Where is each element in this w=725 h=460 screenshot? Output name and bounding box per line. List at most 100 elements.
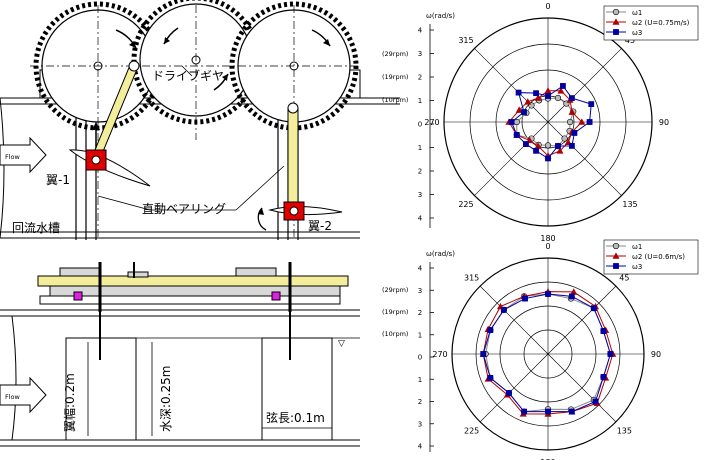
legend-label: ω2 (U=0.6m/s) <box>632 253 685 261</box>
mechanism-side-view: ▽ Flow 翼幅:0.2m 水深:0.25m 弦長:0.1m <box>0 262 360 447</box>
data-point <box>566 118 574 126</box>
data-point <box>508 119 515 125</box>
angle-label: 180 <box>540 458 555 460</box>
data-point <box>487 374 494 381</box>
grid-spoke <box>547 285 617 355</box>
data-point <box>533 147 539 154</box>
data-point <box>515 89 522 96</box>
axis-unit-label: ω(rad/s) <box>426 250 455 258</box>
radial-tick-label: 4 <box>418 265 423 273</box>
legend-label: ω1 <box>632 9 642 17</box>
angle-label: 90 <box>651 350 661 359</box>
data-point <box>523 141 529 147</box>
data-point <box>568 408 575 415</box>
radial-tick-label: 2 <box>418 398 422 406</box>
data-point <box>592 398 599 405</box>
angle-label: 90 <box>659 118 669 127</box>
grid-spoke <box>474 48 549 123</box>
radial-tick-label: 3 <box>418 191 422 199</box>
legend: ω1 ω2 (U=0.6m/s) ω3 <box>603 239 699 275</box>
data-point <box>545 408 551 415</box>
flow-arrow-top: Flow <box>0 136 47 174</box>
legend-label: ω1 <box>632 243 642 251</box>
water-tank-label: 回流水槽 <box>12 221 60 235</box>
angle-label: 45 <box>625 36 635 45</box>
data-point <box>586 119 593 125</box>
data-point <box>600 374 607 380</box>
data-point <box>557 87 565 94</box>
data-point <box>513 118 520 126</box>
data-point <box>513 132 520 138</box>
angle-label: 315 <box>464 274 479 283</box>
grid-spoke <box>474 121 549 196</box>
radial-tick-label: 1 <box>418 144 422 152</box>
chord-length-label: 弦長:0.1m <box>266 410 325 425</box>
radial-tick-label: 3 <box>418 50 422 58</box>
flow-label-bottom: Flow <box>5 393 21 401</box>
data-point <box>545 155 551 162</box>
radial-tick-label: 2 <box>418 309 422 317</box>
data-point <box>515 106 523 113</box>
angle-label: 270 <box>424 118 439 127</box>
radial-tick-label: 1 <box>418 376 422 384</box>
angle-label: 45 <box>619 274 629 283</box>
data-point <box>600 328 607 334</box>
data-point <box>522 295 528 302</box>
data-point <box>590 305 597 312</box>
wing1-label: 翼-1 <box>46 173 70 187</box>
legend-marker <box>613 263 619 269</box>
rpm-label-29: (29rpm) <box>382 286 408 294</box>
radial-tick-label: 0 <box>418 121 422 129</box>
data-point <box>506 390 512 396</box>
data-point <box>560 83 566 89</box>
data-point <box>568 293 575 300</box>
data-point <box>545 93 551 99</box>
legend-marker <box>613 29 619 35</box>
flow-arrow-bottom: Flow <box>0 376 47 414</box>
radial-tick-label: 3 <box>418 287 422 295</box>
rpm-label-10: (10rpm) <box>382 96 408 104</box>
data-point <box>588 101 595 107</box>
angle-label: 270 <box>432 350 447 359</box>
radial-tick-label: 2 <box>418 74 422 82</box>
data-point <box>555 143 561 149</box>
mechanism-top-view: Flow ドライブギヤ 翼-1 直動ベアリング 翼-2 回流水槽 <box>0 0 400 240</box>
angle-label: 0 <box>545 2 550 11</box>
data-point <box>554 94 562 102</box>
data-point <box>545 291 551 297</box>
data-point <box>569 95 575 101</box>
angle-label: 0 <box>545 242 550 251</box>
flow-label-top: Flow <box>5 153 21 161</box>
data-point <box>561 135 568 142</box>
data-point <box>534 94 542 101</box>
data-point <box>487 327 494 334</box>
linear-bearing-label: 直動ベアリング <box>142 202 226 216</box>
grid-spoke <box>479 285 549 355</box>
radial-tick-label: 3 <box>418 420 422 428</box>
legend-label: ω3 <box>632 263 642 271</box>
angle-label: 225 <box>458 200 473 209</box>
angle-label: 135 <box>622 200 637 209</box>
legend-marker <box>612 252 620 259</box>
rpm-label-10: (10rpm) <box>382 330 408 338</box>
radial-tick-label: 4 <box>418 27 423 35</box>
legend-label: ω3 <box>632 29 642 37</box>
angle-label: 135 <box>617 426 632 435</box>
data-point <box>571 130 578 136</box>
legend-marker <box>612 8 620 16</box>
radial-tick-label: 1 <box>418 97 422 105</box>
wing-width-label: 翼幅:0.2m <box>62 373 77 432</box>
data-point <box>533 90 539 97</box>
axis-unit-label: ω(rad/s) <box>426 12 455 20</box>
data-point <box>500 306 507 313</box>
legend-marker <box>612 242 620 250</box>
radial-tick-label: 2 <box>418 168 422 176</box>
rpm-label-29: (29rpm) <box>382 50 408 58</box>
radial-tick-label: 1 <box>418 331 422 339</box>
data-point <box>578 118 586 125</box>
radial-tick-label: 4 <box>418 443 423 451</box>
